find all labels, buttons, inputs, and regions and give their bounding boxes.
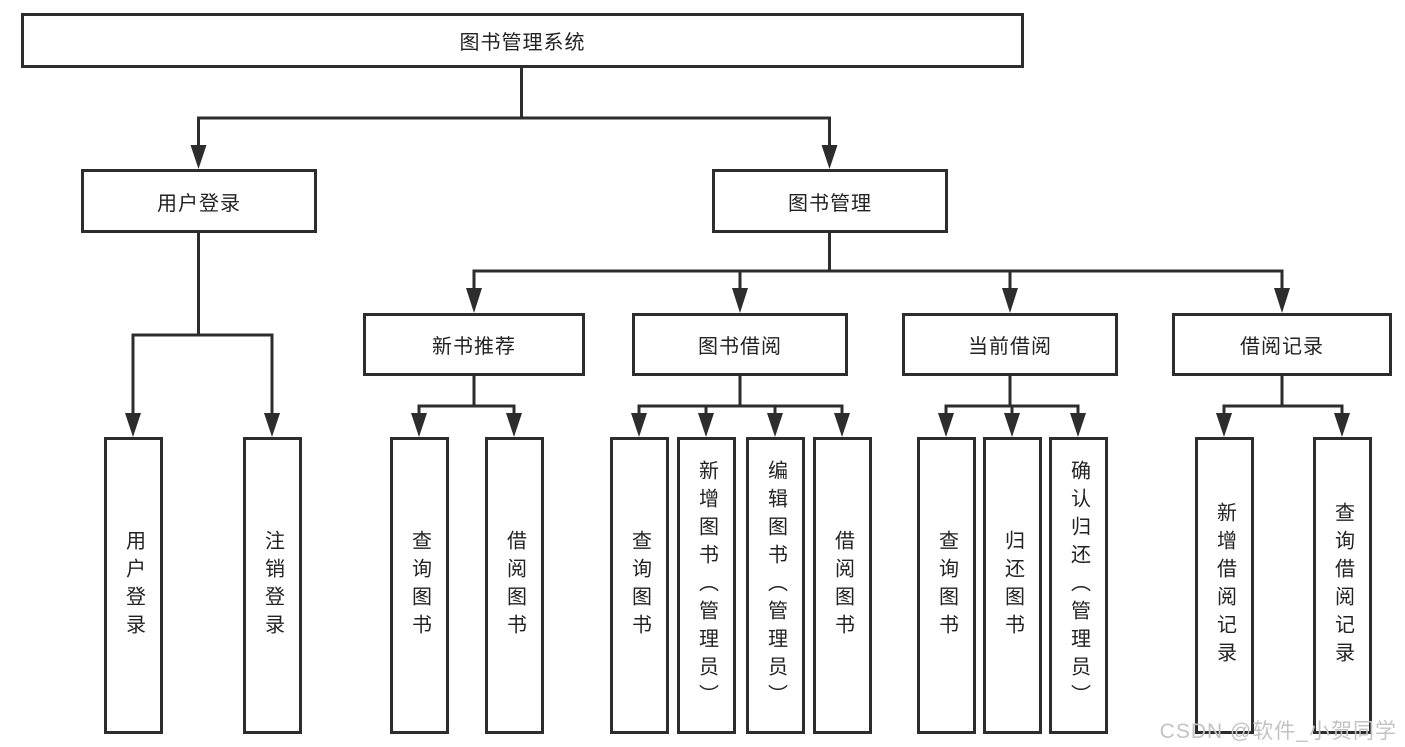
arrow-down-icon — [506, 413, 522, 437]
leaf-borrow-book-2: 借阅图书 — [813, 437, 872, 734]
arrow-down-icon — [264, 413, 280, 437]
connector-line — [417, 376, 516, 415]
leaf-label: 用户登录 — [122, 529, 145, 642]
node-label: 图书借阅 — [698, 336, 782, 358]
leaf-query-book-2: 查询图书 — [610, 437, 669, 734]
connector-root — [190, 68, 838, 169]
node-root: 图书管理系统 — [21, 13, 1024, 68]
watermark: CSDN @软件_小贺同学 — [1159, 720, 1397, 743]
connector-line — [197, 68, 831, 147]
node-label: 用户登录 — [157, 192, 241, 215]
leaf-label: 借阅图书 — [831, 529, 854, 642]
connector-current-borrow — [938, 376, 1086, 437]
node-root-label: 图书管理系统 — [459, 32, 586, 54]
connector-book-borrow — [631, 376, 850, 437]
arrow-down-icon — [1216, 413, 1232, 437]
leaf-confirm-return-admin: 确认归还（管理员） — [1049, 437, 1108, 734]
leaf-label: 查询图书 — [408, 529, 431, 642]
leaf-label: 归还图书 — [1001, 529, 1024, 642]
leaf-query-book-3: 查询图书 — [917, 437, 976, 734]
arrow-down-icon — [190, 145, 207, 169]
leaf-label: 新增借阅记录 — [1213, 501, 1236, 670]
arrow-down-icon — [1334, 413, 1350, 437]
node-label: 图书管理 — [788, 192, 872, 215]
connector-new-book — [411, 376, 522, 437]
arrow-down-icon — [1004, 413, 1020, 437]
leaf-label: 借阅图书 — [503, 529, 526, 642]
leaf-user-login: 用户登录 — [104, 437, 163, 734]
connector-line — [472, 233, 1284, 290]
leaf-label: 查询图书 — [628, 529, 651, 642]
arrow-down-icon — [938, 413, 954, 437]
leaf-label: 注销登录 — [261, 529, 284, 642]
node-new-book-recommend: 新书推荐 — [363, 313, 585, 376]
leaf-borrow-book-1: 借阅图书 — [485, 437, 544, 734]
arrow-down-icon — [125, 413, 141, 437]
connector-line — [637, 376, 844, 415]
leaf-query-borrow-record: 查询借阅记录 — [1313, 437, 1372, 734]
arrow-down-icon — [411, 413, 427, 437]
node-label: 当前借阅 — [968, 336, 1052, 358]
node-label: 新书推荐 — [432, 336, 516, 358]
connector-book-management — [466, 233, 1290, 313]
arrow-down-icon — [732, 288, 748, 313]
leaf-label: 查询图书 — [935, 529, 958, 642]
arrow-down-icon — [466, 288, 482, 313]
arrow-down-icon — [698, 413, 714, 437]
arrow-down-icon — [1070, 413, 1086, 437]
arrow-down-icon — [631, 413, 647, 437]
node-current-borrow: 当前借阅 — [902, 313, 1118, 376]
leaf-label: 确认归还（管理员） — [1067, 459, 1090, 712]
arrow-down-icon — [1002, 288, 1018, 313]
leaf-label: 新增图书（管理员） — [695, 459, 718, 712]
leaf-add-borrow-record: 新增借阅记录 — [1195, 437, 1254, 734]
connector-line — [131, 233, 274, 415]
leaf-edit-book-admin: 编辑图书（管理员） — [746, 437, 805, 734]
node-label: 借阅记录 — [1240, 336, 1324, 358]
node-book-borrow: 图书借阅 — [632, 313, 848, 376]
connector-line — [1222, 376, 1344, 415]
leaf-add-book-admin: 新增图书（管理员） — [677, 437, 736, 734]
node-user-login: 用户登录 — [81, 169, 317, 233]
leaf-label: 编辑图书（管理员） — [764, 459, 787, 712]
connector-borrow-record — [1216, 376, 1350, 437]
node-book-management: 图书管理 — [712, 169, 948, 233]
leaf-label: 查询借阅记录 — [1331, 501, 1354, 670]
connector-line — [944, 376, 1080, 415]
arrow-down-icon — [834, 413, 850, 437]
leaf-logout: 注销登录 — [243, 437, 302, 734]
leaf-query-book-1: 查询图书 — [390, 437, 449, 734]
leaf-return-book: 归还图书 — [983, 437, 1042, 734]
node-borrow-record: 借阅记录 — [1172, 313, 1392, 376]
arrow-down-icon — [767, 413, 783, 437]
arrow-down-icon — [821, 145, 838, 169]
arrow-down-icon — [1274, 288, 1290, 313]
connector-user-login — [125, 233, 280, 437]
